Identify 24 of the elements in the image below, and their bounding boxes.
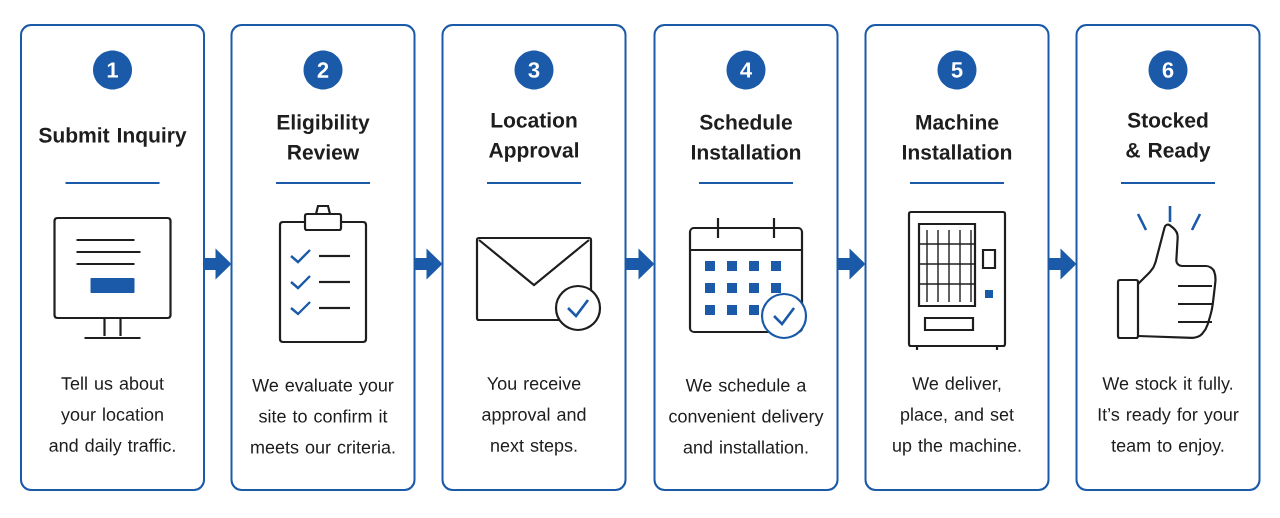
step-description: Tell us about your location and daily traffic. xyxy=(49,376,175,456)
step-description: We deliver, place, and set up the machine. xyxy=(893,376,1021,456)
step-description: We stock it fully. It’s ready for your team to enjoy. xyxy=(1098,376,1239,456)
step-card xyxy=(653,24,839,491)
step-number: 2 xyxy=(303,50,343,90)
step-card xyxy=(230,24,416,491)
step-title: Machine Installation xyxy=(903,114,1012,160)
step-card xyxy=(864,24,1050,491)
step-card xyxy=(1075,24,1261,491)
step-title: Stocked & Ready xyxy=(1126,112,1211,162)
step-title: Location Approval xyxy=(489,112,578,162)
step-description: We schedule a convenient delivery and installation. xyxy=(669,378,824,454)
step-title: Submit Inquiry xyxy=(39,127,187,147)
step-number: 1 xyxy=(93,50,132,90)
step-number: 4 xyxy=(726,50,766,90)
step-number: 6 xyxy=(1148,50,1188,90)
step-title: Schedule Installation xyxy=(692,114,801,160)
step-card xyxy=(441,24,627,491)
step-number: 5 xyxy=(937,50,977,90)
step-title: Eligibility Review xyxy=(277,114,370,160)
step-number: 3 xyxy=(514,50,554,90)
step-description: We evaluate your site to confirm it meets our criteria. xyxy=(251,378,395,454)
step-card xyxy=(20,24,205,491)
step-description: You receive approval and next steps. xyxy=(482,376,586,456)
